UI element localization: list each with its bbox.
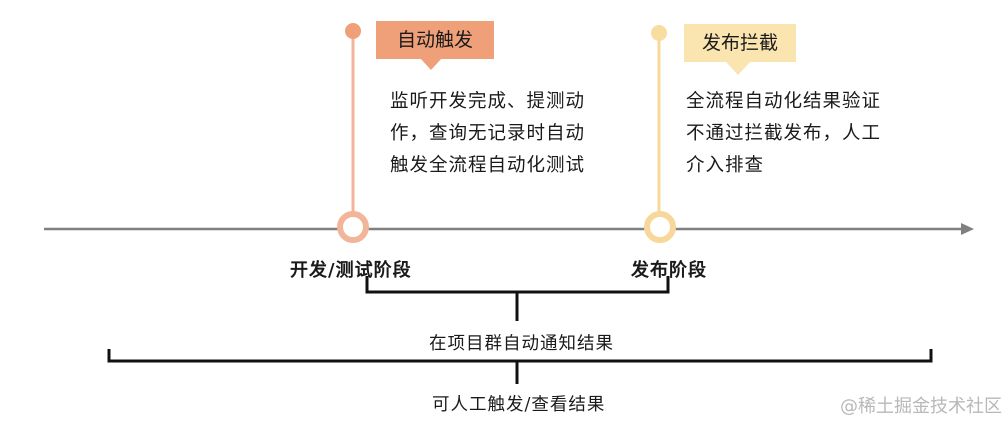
release-tag-pointer <box>726 62 750 75</box>
auto-trigger-tag: 自动触发 <box>376 21 494 59</box>
auto-trigger-description: 监听开发完成、提测动 作，查询无记录时自动 触发全流程自动化测试 <box>390 86 585 182</box>
description-line: 监听开发完成、提测动 <box>390 91 586 112</box>
auto-trigger-tag-pointer <box>420 58 442 70</box>
description-line: 全流程自动化结果验证 <box>686 91 882 112</box>
release-block-description: 全流程自动化结果验证 不通过拦截发布，人工 介入排查 <box>686 86 881 182</box>
description-line: 触发全流程自动化测试 <box>390 155 586 176</box>
description-line: 作，查询无记录时自动 <box>390 123 586 144</box>
description-line: 不通过拦截发布，人工 <box>686 123 882 144</box>
release-block-tag: 发布拦截 <box>684 24 796 62</box>
dev-test-stage-label: 开发/测试阶段 <box>290 260 412 281</box>
release-node <box>644 211 676 243</box>
description-line: 介入排查 <box>686 155 765 176</box>
stage-bracket <box>365 276 670 321</box>
manual-trigger-note: 可人工触发/查看结果 <box>432 395 606 415</box>
auto-trigger-node <box>337 211 369 243</box>
timeline-arrowhead <box>961 223 974 235</box>
release-top-dot <box>651 25 667 41</box>
auto-trigger-top-dot <box>345 23 361 39</box>
overall-bracket <box>107 349 933 384</box>
group-notify-note: 在项目群自动通知结果 <box>429 334 614 354</box>
release-stage-label: 发布阶段 <box>631 260 707 281</box>
watermark: @稀土掘金技术社区 <box>840 396 1002 417</box>
